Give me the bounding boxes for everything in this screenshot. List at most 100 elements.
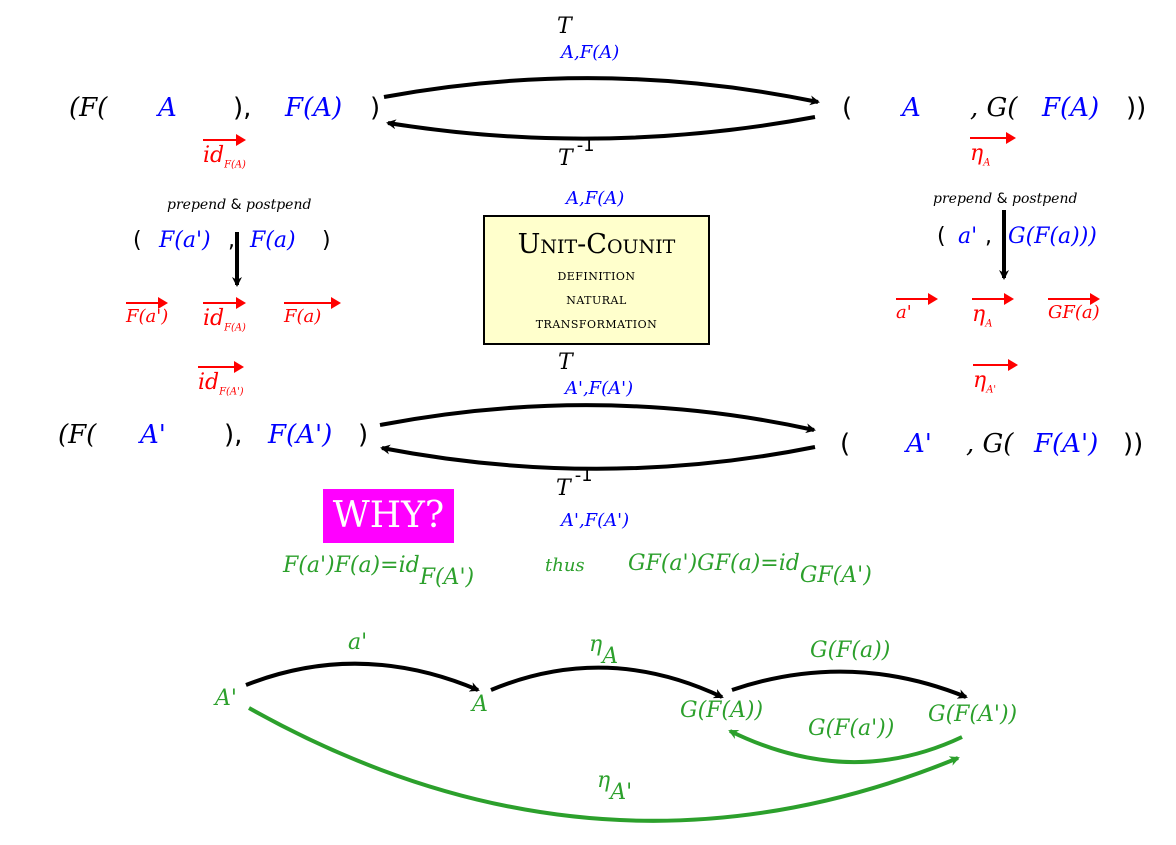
top-inverse-sup: -1 (576, 135, 595, 156)
a-prime-to-a-arrow (245, 661, 480, 692)
top-map-label: T (557, 16, 572, 38)
right-chain-last: GF(a) (1048, 293, 1100, 322)
bottom-inverse-sup: -1 (574, 465, 593, 486)
right-note: prepend & postpend (933, 192, 1077, 206)
right-eta-top: ηA (970, 131, 1017, 169)
left-chain-last-text: F(a) (284, 297, 342, 326)
left-pair-first: F(a') (159, 228, 211, 253)
top-right-fobj: F(A) (1042, 93, 1100, 123)
bottom-map-sub: A',F(A') (565, 378, 634, 399)
equation-right: GF(a')GF(a)=idGF(A') (628, 553, 872, 587)
equation-left: F(a')F(a)=idF(A') (283, 555, 474, 589)
equation-right-main: GF(a')GF(a)=id (628, 551, 800, 576)
top-left-open: (F( (69, 93, 108, 123)
bottom-right-object: A' (906, 429, 932, 459)
right-chain-mid-base: η (972, 302, 986, 327)
bottom-map-arrow (379, 403, 816, 434)
left-chain-mid: idF(A) (203, 296, 246, 334)
definition-line-1: definition (557, 266, 636, 284)
left-note-amp: & (230, 197, 242, 213)
right-note-amp: & (996, 191, 1008, 207)
bottom-inverse-name: T (556, 476, 571, 501)
right-pair-second: G(F(a))) (1008, 224, 1097, 249)
g-f-a-prime-arrow (728, 729, 963, 764)
label-eta-a-prime-sub: A' (610, 780, 633, 806)
definition-box: Unit-Counit definition natural transform… (483, 215, 710, 345)
equation-right-sub: GF(A') (799, 563, 872, 589)
left-chain-mid-sub: F(A) (224, 322, 246, 334)
top-inverse-name: T (558, 146, 573, 171)
right-eta-bottom-sub: A' (986, 384, 997, 396)
left-note: prepend & postpend (167, 198, 311, 212)
left-id-top-sub: F(A) (224, 159, 246, 171)
g-f-a-arrow (731, 669, 968, 699)
top-right-close: )) (1126, 93, 1147, 123)
left-note-prepend: prepend (167, 197, 227, 213)
top-map-arrow (383, 76, 820, 106)
label-eta-a-prime-base: η (597, 768, 611, 793)
left-id-top: idF(A) (203, 133, 246, 171)
eta-a-arrow (490, 665, 724, 699)
node-gfa: G(F(A)) (680, 698, 764, 723)
top-left-sep: ), (233, 93, 252, 123)
right-pair-open: ( (937, 224, 946, 249)
bottom-left-object: A' (140, 420, 166, 450)
label-a-prime-to-a: a' (348, 630, 368, 655)
right-note-prepend: prepend (933, 191, 993, 207)
top-left-close: ) (370, 93, 381, 123)
left-id-bottom-base: id (198, 370, 220, 395)
top-map-sub: A,F(A) (561, 42, 620, 63)
left-id-bottom-sub: F(A') (219, 386, 244, 398)
bottom-map-label: T (558, 352, 573, 374)
label-eta-a: ηA (589, 634, 618, 668)
equation-left-sub: F(A') (419, 565, 475, 591)
left-note-postpend: postpend (246, 197, 312, 213)
top-right-open: ( (842, 93, 853, 123)
right-eta-top-base: η (970, 141, 984, 166)
bottom-inverse-label: T-1 (556, 467, 593, 501)
equation-connector: thus (545, 555, 585, 576)
top-right-sep: , G( (970, 93, 1018, 123)
node-a-prime: A' (215, 686, 237, 711)
right-chain-last-text: GF(a) (1048, 293, 1100, 322)
top-left-fobj: F(A) (285, 93, 343, 123)
right-pair-sep: , (985, 224, 992, 249)
left-pair-second: F(a) (250, 228, 296, 253)
left-pair-sep: , (228, 228, 235, 253)
right-chain-mid: ηA (972, 292, 1015, 330)
top-inverse-arrow (386, 115, 816, 141)
bottom-inverse-arrow (380, 444, 816, 471)
label-g-f-a-prime: G(F(a')) (808, 716, 895, 741)
bottom-left-open: (F( (58, 420, 97, 450)
label-g-f-a: G(F(a)) (810, 638, 891, 663)
right-chain-first-text: a' (896, 293, 938, 322)
left-chain-last: F(a) (284, 297, 342, 326)
definition-line-2: natural (566, 290, 627, 308)
bottom-right-close: )) (1123, 429, 1144, 459)
eta-a-prime-arrow (248, 706, 960, 823)
top-right-object: A (902, 93, 921, 123)
right-eta-top-sub: A (983, 157, 991, 169)
node-a: A (472, 692, 488, 717)
right-eta-bottom-base: η (973, 368, 987, 393)
right-note-postpend: postpend (1012, 191, 1078, 207)
bottom-left-close: ) (358, 420, 369, 450)
bottom-inverse-sub: A',F(A') (561, 510, 630, 531)
label-eta-a-sub: A (602, 644, 619, 670)
right-pair-first: a' (958, 224, 978, 249)
label-eta-a-base: η (589, 632, 603, 657)
bottom-left-sep: ), (224, 420, 243, 450)
bottom-right-fobj: F(A') (1034, 429, 1099, 459)
right-chain-mid-sub: A (985, 318, 993, 330)
left-chain-mid-base: id (203, 306, 225, 331)
right-eta-bottom: ηA' (973, 358, 1019, 396)
bottom-left-fobj: F(A') (268, 420, 333, 450)
top-inverse-label: T-1 (558, 137, 595, 171)
left-chain-first-text: F(a') (126, 297, 169, 326)
definition-title: Unit-Counit (517, 229, 676, 260)
label-eta-a-prime: ηA' (597, 770, 632, 804)
left-pair-close: ) (322, 228, 331, 253)
definition-line-3: transformation (535, 314, 658, 332)
left-id-bottom: idF(A') (198, 360, 244, 398)
